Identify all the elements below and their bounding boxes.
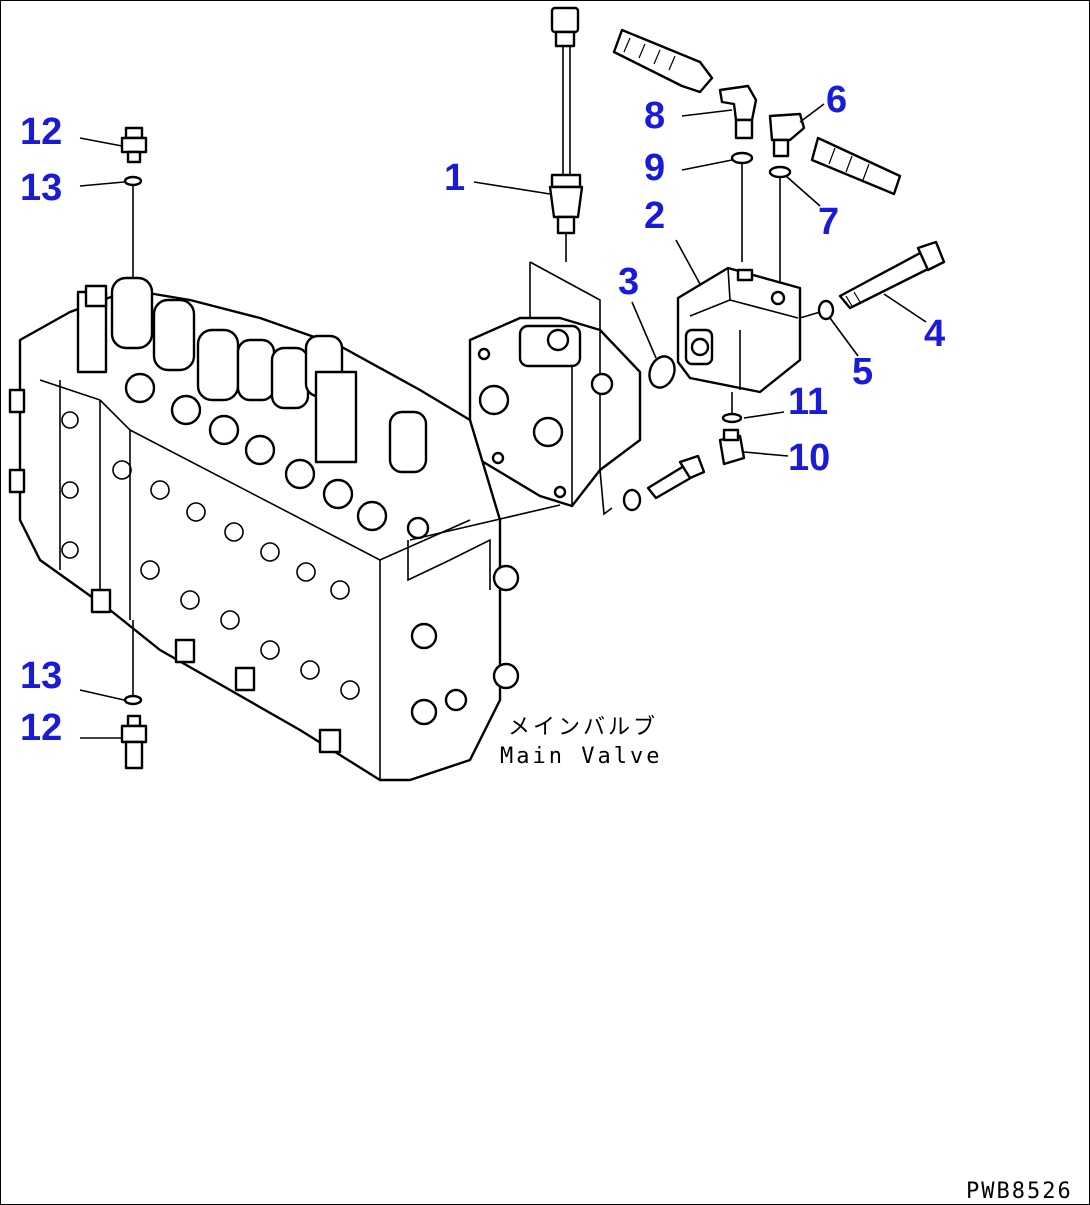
washer-part-5 <box>817 299 835 321</box>
gasket-part-3 <box>648 355 676 389</box>
o-ring-part-9 <box>730 151 754 165</box>
callout-8: 8 <box>644 95 665 137</box>
o-ring-part-11 <box>721 412 743 424</box>
callout-7: 7 <box>818 201 839 243</box>
o-ring-part-13-lower <box>123 694 143 706</box>
valve-block-part-2 <box>676 266 802 394</box>
callout-3: 3 <box>618 261 639 303</box>
callout-12-lower: 12 <box>20 707 62 749</box>
adaptor-plate <box>468 261 642 508</box>
callout-2: 2 <box>644 195 665 237</box>
callout-12-upper: 12 <box>20 111 62 153</box>
pressure-sensor-part-1 <box>548 6 584 262</box>
main-valve-label-en: Main Valve <box>500 744 662 769</box>
o-ring-part-7 <box>768 165 792 179</box>
hose-upper <box>612 28 714 94</box>
callout-11: 11 <box>788 381 828 423</box>
callout-numbers: 12 13 1 8 6 9 2 7 3 4 5 11 10 13 12 <box>20 79 945 749</box>
plug-part-12-upper <box>120 126 148 164</box>
elbow-fitting-part-8 <box>718 84 758 140</box>
callout-13-lower: 13 <box>20 655 62 697</box>
o-ring-part-13-upper <box>123 175 143 187</box>
callout-6: 6 <box>826 79 847 121</box>
plate-bolt <box>599 454 706 516</box>
leader-lines <box>79 103 927 739</box>
hose-lower <box>810 136 902 196</box>
drawing-code: PWB8526 <box>966 1179 1073 1204</box>
elbow-fitting-part-6 <box>768 112 806 158</box>
callout-10: 10 <box>788 437 830 479</box>
plug-part-10 <box>718 428 746 466</box>
callout-1: 1 <box>444 157 465 199</box>
callout-9: 9 <box>644 147 665 189</box>
main-valve-label-jp: メインバルブ <box>508 715 658 740</box>
callout-4: 4 <box>924 313 945 355</box>
bolt-part-4 <box>838 240 946 310</box>
callout-13-upper: 13 <box>20 167 62 209</box>
plug-part-12-lower <box>120 714 148 770</box>
main-valve-body <box>8 276 520 782</box>
callout-5: 5 <box>852 351 873 393</box>
